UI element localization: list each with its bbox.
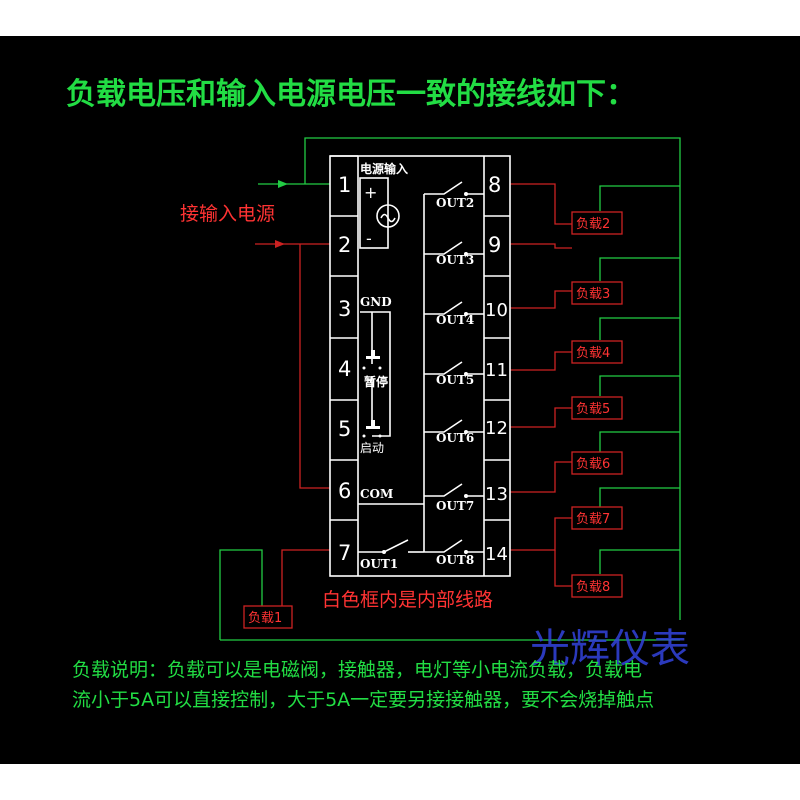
load-7-label: 负载7 — [576, 512, 610, 527]
diagram-background — [0, 36, 800, 764]
start-label: 启动 — [360, 441, 384, 455]
load-8-label: 负载8 — [576, 580, 610, 595]
out7-label: OUT7 — [436, 499, 474, 513]
minus-sign: - — [366, 229, 372, 248]
diagram-title: 负载电压和输入电源电压一致的接线如下： — [66, 77, 636, 112]
load-2-label: 负载2 — [576, 217, 610, 232]
pushbutton-symbols — [362, 192, 468, 554]
pin-11: 11 — [485, 360, 508, 381]
pin-1: 1 — [338, 173, 351, 197]
out3-label: OUT3 — [436, 253, 474, 267]
internal-circuit-note: 白色框内是内部线路 — [322, 589, 493, 611]
power-input-header: 电源输入 — [360, 161, 408, 176]
green-arrowheads — [278, 180, 288, 188]
out1-label: OUT1 — [360, 557, 398, 571]
load-5-label: 负载5 — [576, 402, 610, 417]
pin-2: 2 — [338, 233, 351, 257]
input-power-label: 接输入电源 — [180, 203, 275, 225]
out2-label: OUT2 — [436, 196, 474, 210]
pin-3: 3 — [338, 297, 351, 321]
description-line-1: 负载说明：负载可以是电磁阀，接触器，电灯等小电流负载，负载电 — [72, 659, 642, 681]
out5-label: OUT5 — [436, 373, 474, 387]
pin-14: 14 — [485, 544, 508, 565]
red-wires — [255, 183, 579, 606]
load-1-label: 负载1 — [248, 611, 282, 626]
pin-10: 10 — [485, 300, 508, 321]
brand-watermark: 光辉仪表 — [530, 626, 690, 672]
gnd-label: GND — [360, 295, 392, 309]
load-boxes — [243, 211, 623, 629]
pin-7: 7 — [338, 541, 351, 565]
relay-contacts — [424, 181, 484, 553]
pin-8: 8 — [488, 173, 501, 197]
pin-6: 6 — [338, 479, 351, 503]
internal-box — [329, 155, 511, 577]
pin-13: 13 — [485, 484, 508, 505]
out4-label: OUT4 — [436, 313, 474, 327]
pin-4: 4 — [338, 357, 351, 381]
pin-9: 9 — [488, 233, 501, 257]
red-arrowheads — [275, 240, 285, 248]
pause-label: 暂停 — [364, 374, 388, 389]
load-4-label: 负载4 — [576, 346, 610, 361]
plus-sign: + — [364, 183, 377, 202]
green-wires — [219, 137, 681, 641]
load-6-label: 负载6 — [576, 457, 610, 472]
description-line-2: 流小于5A可以直接控制，大于5A一定要另接接触器，要不会烧掉触点 — [72, 689, 654, 711]
out8-label: OUT8 — [436, 553, 474, 567]
pin-5: 5 — [338, 417, 351, 441]
out6-label: OUT6 — [436, 431, 474, 445]
pin-12: 12 — [485, 418, 508, 439]
load-3-label: 负载3 — [576, 287, 610, 302]
com-label: COM — [360, 487, 393, 501]
